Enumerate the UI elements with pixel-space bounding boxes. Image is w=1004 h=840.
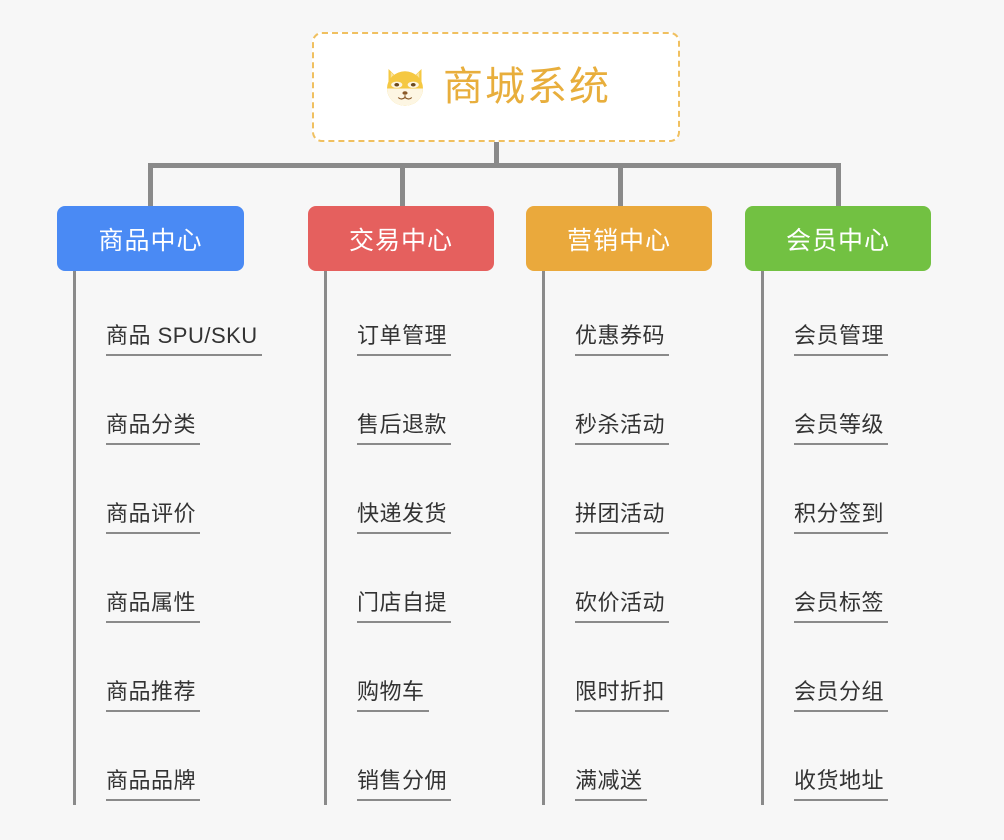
category-node-4[interactable]: 会员中心 xyxy=(745,206,931,271)
leaf-item[interactable]: 门店自提 xyxy=(327,538,494,627)
leaf-label: 销售分佣 xyxy=(357,768,452,801)
leaf-list-1: 商品 SPU/SKU 商品分类 商品评价 商品属性 商品推荐 商品品牌 xyxy=(73,271,262,805)
category-label-2: 交易中心 xyxy=(348,226,453,255)
leaf-list-4: 会员管理 会员等级 积分签到 会员标签 会员分组 收货地址 xyxy=(761,271,931,805)
category-node-3[interactable]: 营销中心 xyxy=(526,206,712,271)
leaf-label: 会员等级 xyxy=(794,412,889,445)
leaf-label: 会员管理 xyxy=(794,323,889,356)
leaf-item[interactable]: 限时折扣 xyxy=(545,627,712,716)
leaf-item[interactable]: 拼团活动 xyxy=(545,449,712,538)
leaf-item[interactable]: 商品品牌 xyxy=(76,716,244,805)
leaf-item[interactable]: 购物车 xyxy=(327,627,494,716)
leaf-label: 商品品牌 xyxy=(106,768,201,801)
leaf-label: 会员标签 xyxy=(794,590,889,623)
category-label-4: 会员中心 xyxy=(785,226,890,255)
category-node-1[interactable]: 商品中心 xyxy=(57,206,244,271)
leaf-item[interactable]: 商品评价 xyxy=(76,449,244,538)
leaf-item[interactable]: 秒杀活动 xyxy=(545,360,712,449)
leaf-item[interactable]: 会员分组 xyxy=(764,627,931,716)
root-node[interactable]: 商城系统 xyxy=(312,32,680,142)
leaf-label: 订单管理 xyxy=(357,323,452,356)
category-node-2[interactable]: 交易中心 xyxy=(308,206,494,271)
connector-drop-2 xyxy=(400,163,405,208)
connector-root-stem xyxy=(494,142,499,166)
leaf-label: 购物车 xyxy=(357,679,429,712)
leaf-label: 商品 SPU/SKU xyxy=(106,323,262,356)
leaf-label: 砍价活动 xyxy=(575,590,670,623)
root-title: 商城系统 xyxy=(443,65,611,109)
leaf-label: 商品属性 xyxy=(106,590,201,623)
leaf-label: 快递发货 xyxy=(357,501,452,534)
leaf-label: 商品推荐 xyxy=(106,679,201,712)
leaf-item[interactable]: 砍价活动 xyxy=(545,538,712,627)
leaf-label: 售后退款 xyxy=(357,412,452,445)
leaf-label: 商品分类 xyxy=(106,412,201,445)
leaf-item[interactable]: 收货地址 xyxy=(764,716,931,805)
branch-column-4: 会员中心 会员管理 会员等级 积分签到 会员标签 会员分组 收货地址 xyxy=(745,206,931,805)
leaf-item[interactable]: 优惠券码 xyxy=(545,271,712,360)
leaf-label: 秒杀活动 xyxy=(575,412,670,445)
leaf-label: 限时折扣 xyxy=(575,679,670,712)
leaf-item[interactable]: 会员管理 xyxy=(764,271,931,360)
connector-drop-4 xyxy=(836,163,841,208)
leaf-list-2: 订单管理 售后退款 快递发货 门店自提 购物车 销售分佣 xyxy=(324,271,494,805)
leaf-item[interactable]: 销售分佣 xyxy=(327,716,494,805)
connector-horizontal-bus xyxy=(148,163,841,168)
leaf-item[interactable]: 快递发货 xyxy=(327,449,494,538)
leaf-item[interactable]: 会员标签 xyxy=(764,538,931,627)
branch-column-1: 商品中心 商品 SPU/SKU 商品分类 商品评价 商品属性 商品推荐 商品品牌 xyxy=(57,206,262,805)
leaf-item[interactable]: 商品分类 xyxy=(76,360,244,449)
category-label-1: 商品中心 xyxy=(98,226,203,255)
leaf-item[interactable]: 会员等级 xyxy=(764,360,931,449)
shiba-dog-icon xyxy=(381,63,429,111)
branch-column-2: 交易中心 订单管理 售后退款 快递发货 门店自提 购物车 销售分佣 xyxy=(308,206,494,805)
leaf-item[interactable]: 商品属性 xyxy=(76,538,244,627)
leaf-item[interactable]: 积分签到 xyxy=(764,449,931,538)
leaf-label: 门店自提 xyxy=(357,590,452,623)
leaf-item[interactable]: 满减送 xyxy=(545,716,712,805)
leaf-item[interactable]: 订单管理 xyxy=(327,271,494,360)
leaf-label: 满减送 xyxy=(575,768,647,801)
leaf-item[interactable]: 售后退款 xyxy=(327,360,494,449)
leaf-list-3: 优惠券码 秒杀活动 拼团活动 砍价活动 限时折扣 满减送 xyxy=(542,271,712,805)
leaf-label: 积分签到 xyxy=(794,501,889,534)
connector-drop-3 xyxy=(618,163,623,208)
leaf-label: 收货地址 xyxy=(794,768,889,801)
leaf-label: 拼团活动 xyxy=(575,501,670,534)
connector-drop-1 xyxy=(148,163,153,208)
leaf-label: 优惠券码 xyxy=(575,323,670,356)
leaf-label: 商品评价 xyxy=(106,501,201,534)
branch-column-3: 营销中心 优惠券码 秒杀活动 拼团活动 砍价活动 限时折扣 满减送 xyxy=(526,206,712,805)
leaf-item[interactable]: 商品推荐 xyxy=(76,627,244,716)
leaf-label: 会员分组 xyxy=(794,679,889,712)
category-label-3: 营销中心 xyxy=(566,226,671,255)
leaf-item[interactable]: 商品 SPU/SKU xyxy=(76,271,262,360)
